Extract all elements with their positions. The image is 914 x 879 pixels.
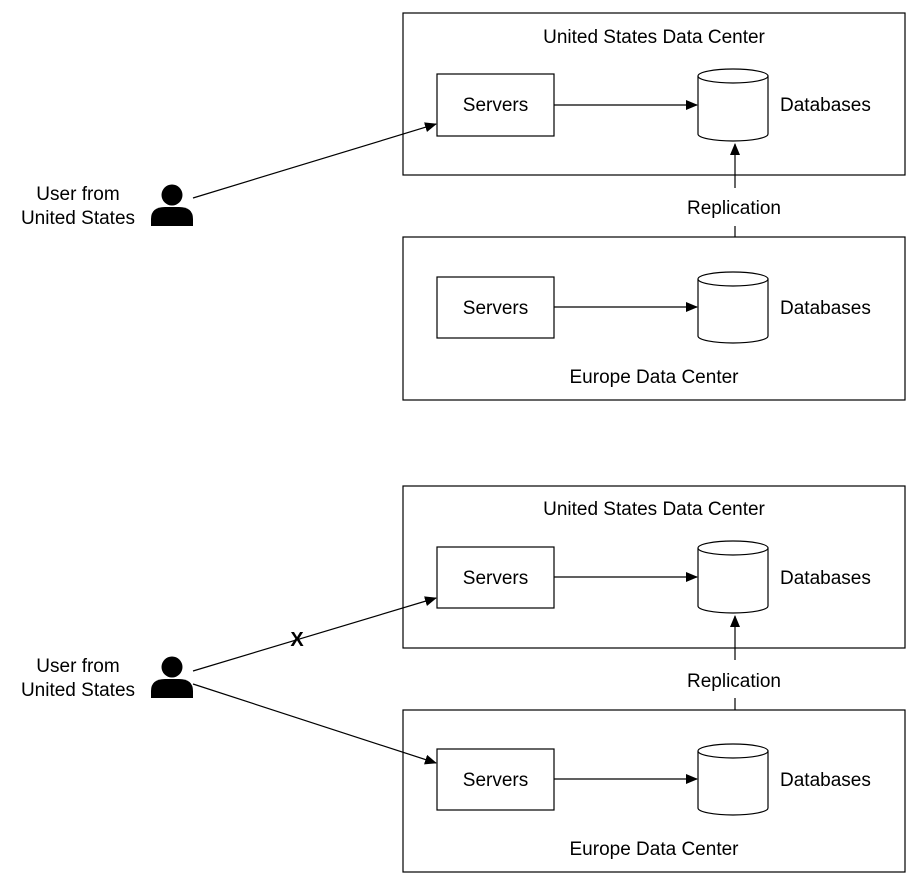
user-to-eu-servers-arrow bbox=[192, 683, 437, 765]
diagram-bottom: United States Data Center Servers Databa… bbox=[21, 485, 906, 873]
replication-label: Replication bbox=[687, 671, 781, 692]
us-servers-box bbox=[436, 546, 555, 609]
failure-x-mark: X bbox=[290, 629, 304, 651]
eu-servers-box bbox=[436, 276, 555, 339]
eu-databases-label: Databases bbox=[780, 298, 871, 319]
us-databases-label: Databases bbox=[780, 568, 871, 589]
database-cylinder-icon bbox=[697, 540, 769, 614]
eu-servers-label: Servers bbox=[463, 770, 528, 791]
user-label-line1: User from bbox=[36, 656, 119, 677]
database-cylinder-icon bbox=[697, 743, 769, 816]
replication-label: Replication bbox=[687, 198, 781, 219]
database-cylinder-icon bbox=[697, 68, 769, 142]
person-icon bbox=[151, 656, 193, 698]
us-data-center-title: United States Data Center bbox=[543, 27, 765, 48]
user-label-line2: United States bbox=[21, 680, 135, 701]
us-databases-label: Databases bbox=[780, 95, 871, 116]
diagram-top: United States Data Center Servers Databa… bbox=[21, 12, 906, 401]
eu-data-center-title: Europe Data Center bbox=[570, 367, 740, 388]
user-to-us-servers-arrow bbox=[192, 122, 437, 199]
eu-databases-label: Databases bbox=[780, 770, 871, 791]
user-to-us-servers-arrow-blocked bbox=[192, 596, 437, 672]
person-icon bbox=[151, 184, 193, 226]
eu-data-center-title: Europe Data Center bbox=[570, 839, 740, 860]
eu-servers-label: Servers bbox=[463, 298, 528, 319]
database-cylinder-icon bbox=[697, 271, 769, 344]
us-servers-box bbox=[436, 73, 555, 137]
us-servers-label: Servers bbox=[463, 568, 528, 589]
us-servers-label: Servers bbox=[463, 95, 528, 116]
user-label-line2: United States bbox=[21, 208, 135, 229]
user-label-line1: User from bbox=[36, 184, 119, 205]
us-data-center-title: United States Data Center bbox=[543, 499, 765, 520]
